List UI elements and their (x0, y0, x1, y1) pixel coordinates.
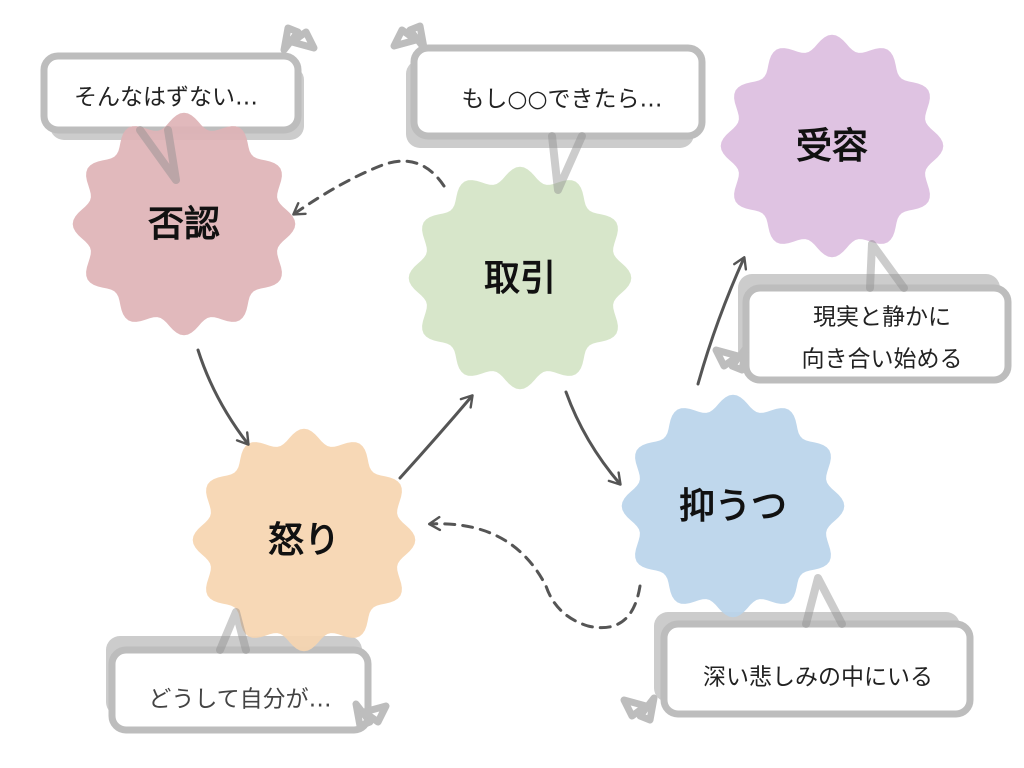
arrow-bargaining-to-depression (564, 390, 622, 486)
stage-label-acceptance: 受容 (796, 126, 868, 167)
bubble-text-anger: どうして自分が… (148, 687, 331, 713)
sparkle-decoration-icon (280, 24, 318, 54)
stage-label-denial: 否認 (148, 204, 220, 245)
bubble-text-depression: 深い悲しみの中にいる (703, 665, 933, 691)
stage-blob-bargaining[interactable] (408, 166, 632, 390)
bubble-text-bargaining: もし○○できたら… (461, 87, 662, 113)
stage-blob-anger[interactable] (192, 428, 416, 652)
sparkle-decoration-icon (390, 22, 428, 52)
bubble-text-acceptance: 向き合い始める (802, 347, 963, 373)
bubble-body (108, 646, 372, 734)
sparkle-decoration-icon (620, 694, 658, 724)
stage-label-anger: 怒り (268, 520, 340, 561)
bubble-tail-anger (216, 608, 250, 654)
sparkle-decoration-icon (712, 344, 750, 374)
bubble-text-denial: そんなはずない… (74, 85, 258, 111)
bubble-body (742, 284, 1012, 384)
speech-bubble-depression: 深い悲しみの中にいる (620, 612, 974, 724)
bubble-tail-depression (802, 574, 846, 628)
arrow-bargaining-to-denial (292, 159, 446, 216)
speech-bubble-bargaining: もし○○できたら… (390, 22, 706, 148)
stage-blob-denial[interactable] (72, 112, 296, 336)
bubble-tail-denial (136, 126, 180, 184)
bubble-tail-bargaining (548, 132, 586, 194)
bubble-text-acceptance: 現実と静かに (813, 305, 951, 331)
stage-blob-acceptance[interactable] (720, 34, 944, 258)
stage-label-bargaining: 取引 (484, 258, 556, 299)
speech-bubble-anger: どうして自分が… (106, 636, 390, 734)
bubble-body (410, 44, 706, 140)
bubble-tail-acceptance (866, 240, 908, 292)
stage-label-depression: 抑うつ (679, 486, 787, 527)
arrow-depression-to-anger (428, 515, 642, 630)
arrow-depression-to-acceptance (696, 256, 748, 386)
arrow-denial-to-anger (196, 348, 250, 446)
stage-blob-depression[interactable] (621, 394, 845, 618)
arrow-anger-to-bargaining (398, 394, 474, 480)
sparkle-decoration-icon (352, 700, 390, 730)
bubble-body (660, 620, 974, 718)
